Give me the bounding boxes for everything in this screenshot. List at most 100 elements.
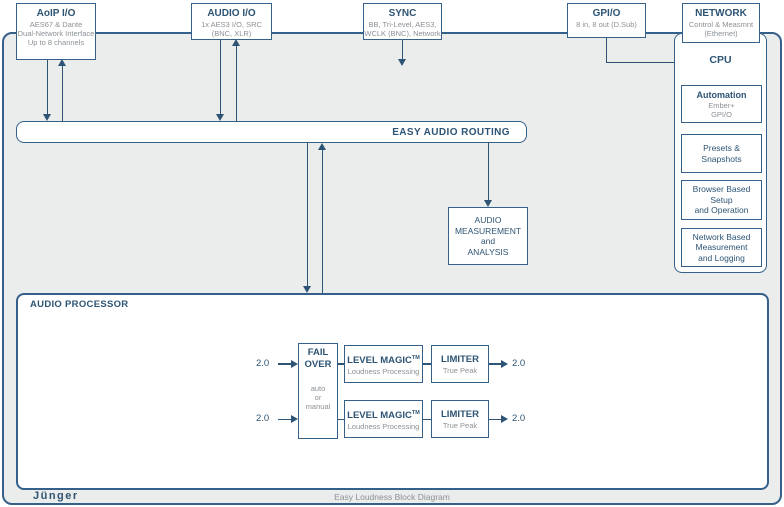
presets-line-2: Snapshots — [701, 153, 742, 164]
chain-1-input-line — [278, 363, 292, 365]
chain-2-input-label: 2.0 — [256, 413, 270, 424]
routing-to-measurement-arrow — [484, 200, 492, 207]
failover-title-2: OVER — [304, 359, 332, 370]
failover-to-lm1-line — [338, 363, 344, 365]
measurement-line-2: MEASUREMENT — [454, 225, 522, 236]
chain-2-input-arrow — [291, 415, 298, 423]
aoip-line-1: AES67 & Dante — [29, 20, 83, 29]
audio-io-line-2: (BNC, XLR) — [211, 29, 252, 38]
failover-mode-2: or — [314, 393, 322, 402]
measurement-line-3: and — [480, 236, 496, 246]
audio-processor-panel: AUDIO PROCESSOR — [16, 293, 769, 490]
processor-label: AUDIO PROCESSOR — [30, 299, 129, 310]
tm-superscript: TM — [411, 409, 420, 416]
measurement-line-4: ANALYSIS — [467, 246, 509, 257]
browser-line-3: and Operation — [694, 205, 749, 216]
limiter-1-sub: True Peak — [442, 365, 478, 375]
failover-box: FAIL OVER auto or manual — [298, 343, 338, 439]
audio-io-title: AUDIO I/O — [207, 8, 256, 19]
sync-down-arrow — [398, 59, 406, 66]
failover-mode-1: auto — [310, 384, 326, 393]
network-line-1: Control & Measmnt — [688, 20, 754, 29]
failover-mode-3: manual — [305, 402, 331, 411]
level-magic-2-title: LEVEL MAGICTM — [347, 409, 420, 422]
audio-io-up-arrow — [232, 39, 240, 46]
sync-box: SYNC BB, Tri-Level, AES3, WCLK (BNC), Ne… — [363, 3, 442, 40]
aoip-up-line — [61, 66, 63, 121]
aoip-line-3: Up to 8 channels — [27, 38, 85, 47]
gpio-title: GPI/O — [592, 8, 621, 19]
module-presets: Presets & Snapshots — [681, 134, 762, 173]
chain-2-output-arrow — [501, 415, 508, 423]
automation-sub-2: GPI/O — [711, 109, 732, 119]
network-title: NETWORK — [695, 8, 747, 19]
gpio-box: GPI/O 8 in, 8 out (D.Sub) — [567, 3, 646, 38]
failover-title-1: FAIL — [307, 347, 329, 358]
limiter-2-title: LIMITER — [441, 408, 479, 420]
netmeas-line-1: Network Based — [692, 231, 751, 242]
chain-1-input-arrow — [291, 360, 298, 368]
chain-2-output-line — [489, 418, 502, 420]
sync-line-1: BB, Tri-Level, AES3, — [368, 20, 437, 29]
routing-to-processor-arrow — [303, 286, 311, 293]
limiter-1-box: LIMITER True Peak — [431, 345, 489, 383]
chain-2-input-line — [278, 418, 292, 420]
audio-io-down-arrow — [216, 114, 224, 121]
diagram-caption: Easy Loudness Block Diagram — [334, 492, 450, 502]
aoip-down-arrow — [43, 114, 51, 121]
level-magic-1-sub: Loudness Processing — [347, 367, 420, 377]
network-box: NETWORK Control & Measmnt (Ethernet) — [682, 3, 760, 43]
processor-to-routing-arrow — [318, 143, 326, 150]
chain-1-output-line — [489, 363, 502, 365]
browser-line-2: Setup — [710, 194, 733, 205]
limiter-1-title: LIMITER — [441, 353, 479, 365]
presets-line-1: Presets & — [703, 143, 740, 153]
aoip-line-2: Dual-Network Interface — [17, 29, 95, 38]
module-browser-setup: Browser Based Setup and Operation — [681, 180, 762, 220]
measurement-line-1: AUDIO — [474, 215, 502, 225]
routing-label: EASY AUDIO ROUTING — [392, 126, 510, 138]
gpio-line-1: 8 in, 8 out (D.Sub) — [576, 20, 637, 29]
level-magic-1-title: LEVEL MAGICTM — [347, 354, 420, 367]
browser-line-1: Browser Based — [692, 184, 751, 195]
junger-logo: Jünger — [33, 490, 79, 502]
processor-to-routing-line — [321, 150, 323, 293]
lm1-to-limiter1-line — [423, 363, 431, 365]
sync-line-2: WCLK (BNC), Network — [364, 29, 441, 38]
easy-audio-routing-bar: EASY AUDIO ROUTING — [16, 121, 527, 143]
audio-measurement-box: AUDIO MEASUREMENT and ANALYSIS — [448, 207, 528, 265]
netmeas-line-2: Measurement — [695, 242, 748, 253]
audio-io-down-line — [219, 39, 221, 115]
chain-1-output-label: 2.0 — [512, 358, 526, 369]
failover-to-lm2-line — [338, 418, 344, 420]
routing-to-processor-line — [306, 143, 308, 287]
aoip-title: AoIP I/O — [36, 8, 76, 19]
automation-title: Automation — [696, 89, 747, 100]
sync-title: SYNC — [388, 8, 417, 19]
gpio-elbow-hline — [605, 61, 675, 63]
gpio-elbow-vline — [605, 37, 607, 63]
module-automation: Automation Ember+ GPI/O — [681, 85, 762, 123]
aoip-up-arrow — [58, 59, 66, 66]
netmeas-line-3: and Logging — [698, 252, 745, 263]
limiter-2-sub: True Peak — [442, 420, 478, 430]
module-network-measurement: Network Based Measurement and Logging — [681, 228, 762, 267]
lm2-to-limiter2-line — [423, 418, 431, 420]
routing-to-measurement-line — [487, 143, 489, 201]
cpu-title: CPU — [709, 54, 732, 66]
audio-io-box: AUDIO I/O 1x AES3 I/O, SRC (BNC, XLR) — [191, 3, 272, 40]
level-magic-1-box: LEVEL MAGICTM Loudness Processing — [344, 345, 423, 383]
chain-2-output-label: 2.0 — [512, 413, 526, 424]
automation-sub-1: Ember+ — [708, 100, 735, 110]
aoip-down-line — [46, 59, 48, 115]
network-line-2: (Ethernet) — [704, 29, 738, 38]
limiter-2-box: LIMITER True Peak — [431, 400, 489, 438]
sync-down-line — [401, 39, 403, 60]
audio-io-up-line — [235, 46, 237, 121]
chain-1-output-arrow — [501, 360, 508, 368]
chain-1-input-label: 2.0 — [256, 358, 270, 369]
level-magic-2-box: LEVEL MAGICTM Loudness Processing — [344, 400, 423, 438]
aoip-box: AoIP I/O AES67 & Dante Dual-Network Inte… — [16, 3, 96, 60]
level-magic-2-sub: Loudness Processing — [347, 422, 420, 432]
